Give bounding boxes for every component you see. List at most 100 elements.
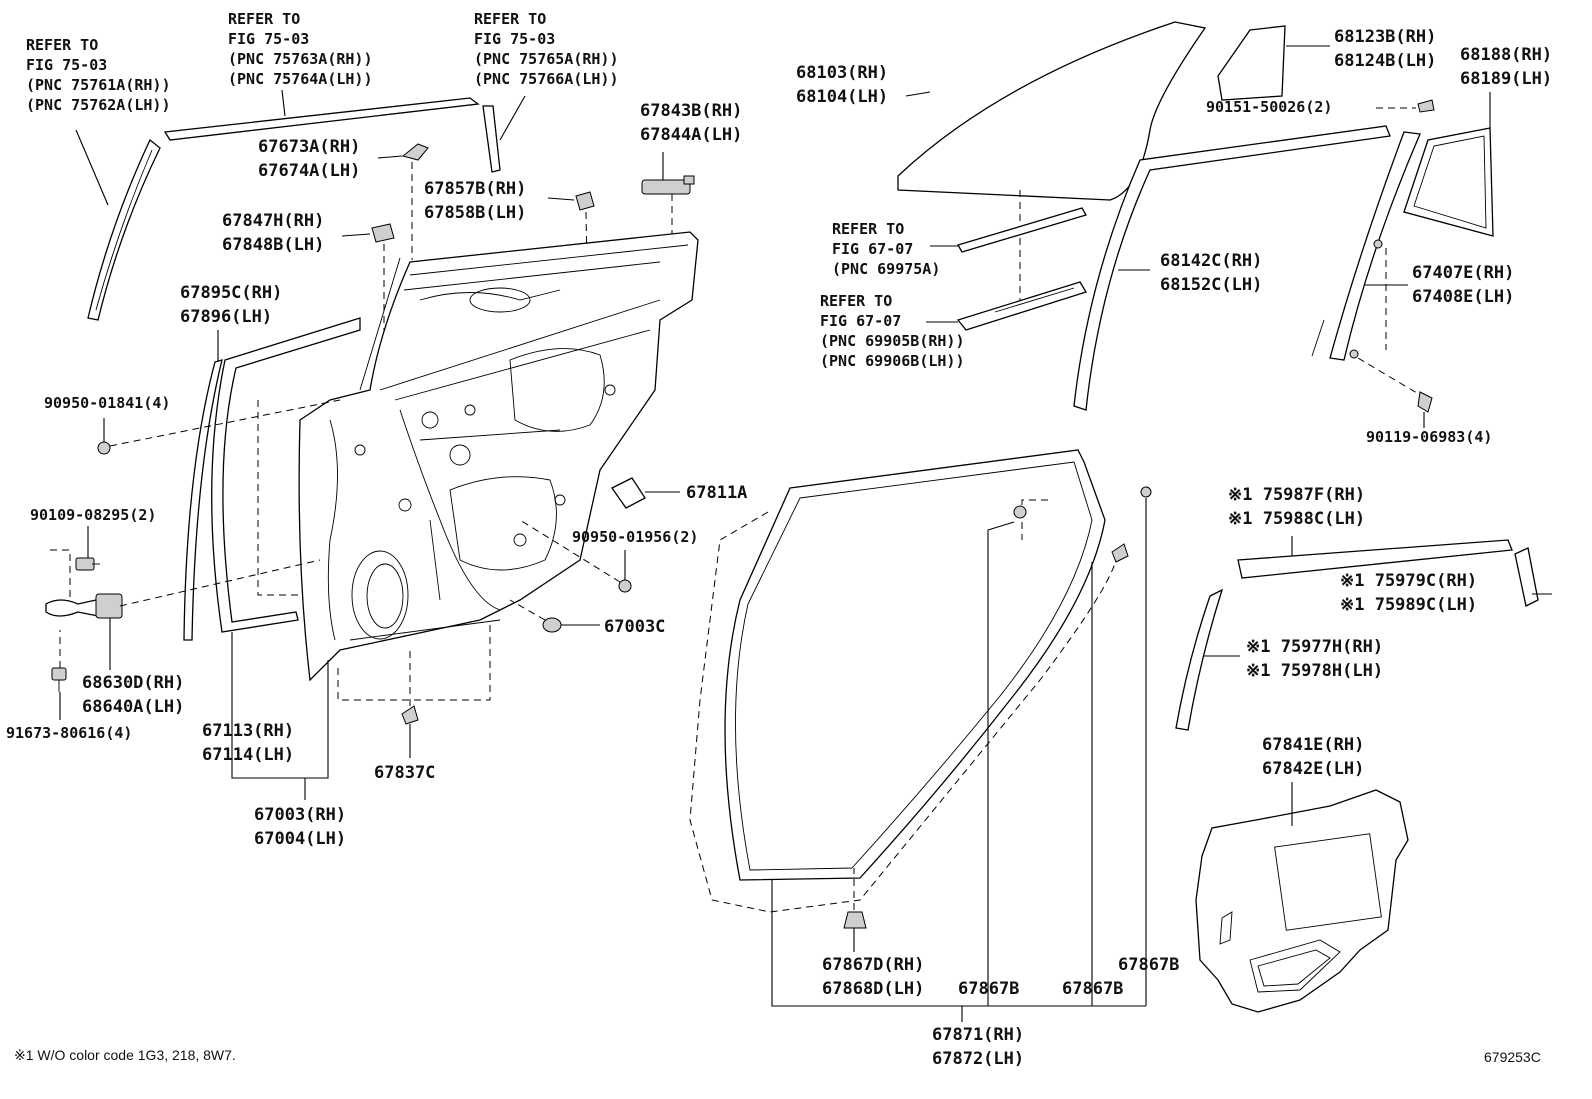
refer-75765-line1: REFER TO	[474, 10, 546, 28]
rear-door-panel-part	[298, 231, 699, 682]
p67003-lh: 67004(LH)	[254, 829, 346, 849]
refer-69905-line2: FIG 67-07	[820, 312, 901, 330]
clip-67857-part	[575, 191, 595, 211]
belt-strip-69975-part	[957, 207, 1087, 253]
rear-pillar-piece-part	[482, 105, 501, 173]
refer-75761-line2: FIG 75-03	[26, 56, 107, 74]
p67867b-label-b: 67867B	[1062, 979, 1123, 999]
refer-75763-line1: REFER TO	[228, 10, 300, 28]
door-weatherstrip-67871-part	[724, 449, 1106, 881]
clip-67867b-1-part	[1013, 505, 1027, 519]
molding-75987-part	[1237, 539, 1513, 579]
p90950-01841-label: 90950-01841(4)	[44, 394, 170, 412]
refer-75765-line4: (PNC 75766A(LH))	[474, 70, 619, 88]
p67113-rh: 67113(RH)	[202, 721, 294, 741]
p68188-rh: 68188(RH)	[1460, 45, 1552, 65]
bolt-90109-part	[75, 557, 100, 571]
p67841-rh: 67841E(RH)	[1262, 735, 1364, 755]
refer-69905-line4: (PNC 69906B(LH))	[820, 352, 965, 370]
door-glass-part	[897, 21, 1207, 201]
label-68142: 68142C(RH) 68152C(LH)	[1160, 251, 1262, 295]
label-67843: 67843B(RH) 67844A(LH)	[640, 101, 742, 145]
footnote: ※1 W/O color code 1G3, 218, 8W7.	[14, 1047, 236, 1063]
label-68123: 68123B(RH) 68124B(LH)	[1334, 27, 1436, 71]
door-seal-67113-part	[211, 317, 361, 633]
p67407-rh: 67407E(RH)	[1412, 263, 1514, 283]
p90109-label: 90109-08295(2)	[30, 506, 156, 524]
figure-code: 679253C	[1484, 1049, 1541, 1065]
p75979-lh: ※1 75989C(LH)	[1340, 595, 1477, 615]
p90151-label: 90151-50026(2)	[1206, 98, 1332, 116]
p68103-rh: 68103(RH)	[796, 63, 888, 83]
p90950-01956-label: 90950-01956(2)	[572, 528, 698, 546]
upper-molding-part	[163, 97, 480, 141]
screw-90119-part	[1417, 391, 1433, 413]
p67843-rh: 67843B(RH)	[640, 101, 742, 121]
p68103-lh: 68104(LH)	[796, 87, 888, 107]
screw-90151-part	[1417, 99, 1435, 113]
label-67003-door: 67003(RH) 67004(LH)	[254, 805, 346, 849]
p67847-lh: 67848B(LH)	[222, 235, 324, 255]
p75979-rh: ※1 75979C(RH)	[1340, 571, 1477, 591]
glass-run-part	[1073, 125, 1391, 411]
refer-75761-line3: (PNC 75761A(RH))	[26, 76, 171, 94]
p68630-rh: 68630D(RH)	[82, 673, 184, 693]
division-bar-part	[1311, 131, 1421, 361]
clip-67673-part	[401, 143, 429, 161]
label-67847: 67847H(RH) 67848B(LH)	[222, 211, 324, 255]
p68630-lh: 68640A(LH)	[82, 697, 184, 717]
label-75977: ※1 75977H(RH) ※1 75978H(LH)	[1246, 637, 1383, 681]
refer-69905-line1: REFER TO	[820, 292, 892, 310]
p67673-lh: 67674A(LH)	[258, 161, 360, 181]
label-68188: 68188(RH) 68189(LH)	[1460, 45, 1552, 89]
quarter-glass-frame-part	[1403, 127, 1494, 237]
p75987-rh: ※1 75987F(RH)	[1228, 485, 1365, 505]
bolt-91673-part	[51, 667, 67, 692]
p75977-rh: ※1 75977H(RH)	[1246, 637, 1383, 657]
p67871-lh: 67872(LH)	[932, 1049, 1024, 1069]
plug-67003c-part	[542, 617, 562, 633]
refer-75761-line1: REFER TO	[26, 36, 98, 54]
quarter-glass-part	[1217, 25, 1286, 101]
label-67841: 67841E(RH) 67842E(LH)	[1262, 735, 1364, 779]
label-67407: 67407E(RH) 67408E(LH)	[1412, 263, 1514, 307]
p67003-rh: 67003(RH)	[254, 805, 346, 825]
molding-75977-part	[1175, 588, 1224, 731]
refer-75763-line2: FIG 75-03	[228, 30, 309, 48]
clip-67847-part	[371, 223, 395, 243]
label-refer-75765: REFER TO FIG 75-03 (PNC 75765A(RH)) (PNC…	[474, 10, 619, 88]
p67003c-label: 67003C	[604, 617, 665, 637]
label-68103: 68103(RH) 68104(LH)	[796, 63, 888, 107]
p67867d-lh: 67868D(LH)	[822, 979, 924, 999]
p67871-rh: 67871(RH)	[932, 1025, 1024, 1045]
p67841-lh: 67842E(LH)	[1262, 759, 1364, 779]
refer-69975-line2: FIG 67-07	[832, 240, 913, 258]
p67867b-label-c: 67867B	[1118, 955, 1179, 975]
p91673-label: 91673-80616(4)	[6, 724, 132, 742]
label-67867d: 67867D(RH) 67868D(LH)	[822, 955, 924, 999]
nut-90950-part	[97, 441, 111, 455]
p67857-lh: 67858B(LH)	[424, 203, 526, 223]
label-refer-75761: REFER TO FIG 75-03 (PNC 75761A(RH)) (PNC…	[26, 36, 171, 114]
p67843-lh: 67844A(LH)	[640, 125, 742, 145]
seal-67811-part	[611, 477, 646, 509]
refer-69905-line3: (PNC 69905B(RH))	[820, 332, 965, 350]
label-75979: ※1 75979C(RH) ※1 75989C(LH)	[1340, 571, 1477, 615]
clip-67867b-2-part	[1111, 543, 1129, 563]
label-refer-69905: REFER TO FIG 67-07 (PNC 69905B(RH)) (PNC…	[820, 292, 965, 370]
p68142-lh: 68152C(LH)	[1160, 275, 1262, 295]
door-weatherstrip-67895-part	[183, 359, 223, 641]
p68188-lh: 68189(LH)	[1460, 69, 1552, 89]
service-hole-cover-part	[1195, 789, 1409, 1013]
p67811-label: 67811A	[686, 483, 747, 503]
p68123-lh: 68124B(LH)	[1334, 51, 1436, 71]
p67867d-rh: 67867D(RH)	[822, 955, 924, 975]
label-75987: ※1 75987F(RH) ※1 75988C(LH)	[1228, 485, 1365, 529]
p67847-rh: 67847H(RH)	[222, 211, 324, 231]
p67867b-label-a: 67867B	[958, 979, 1019, 999]
refer-69975-line1: REFER TO	[832, 220, 904, 238]
refer-69975-line3: (PNC 69975A)	[832, 260, 940, 278]
label-67895: 67895C(RH) 67896(LH)	[180, 283, 282, 327]
label-68630: 68630D(RH) 68640A(LH)	[82, 673, 184, 717]
pillar-garnish-part	[87, 138, 161, 321]
